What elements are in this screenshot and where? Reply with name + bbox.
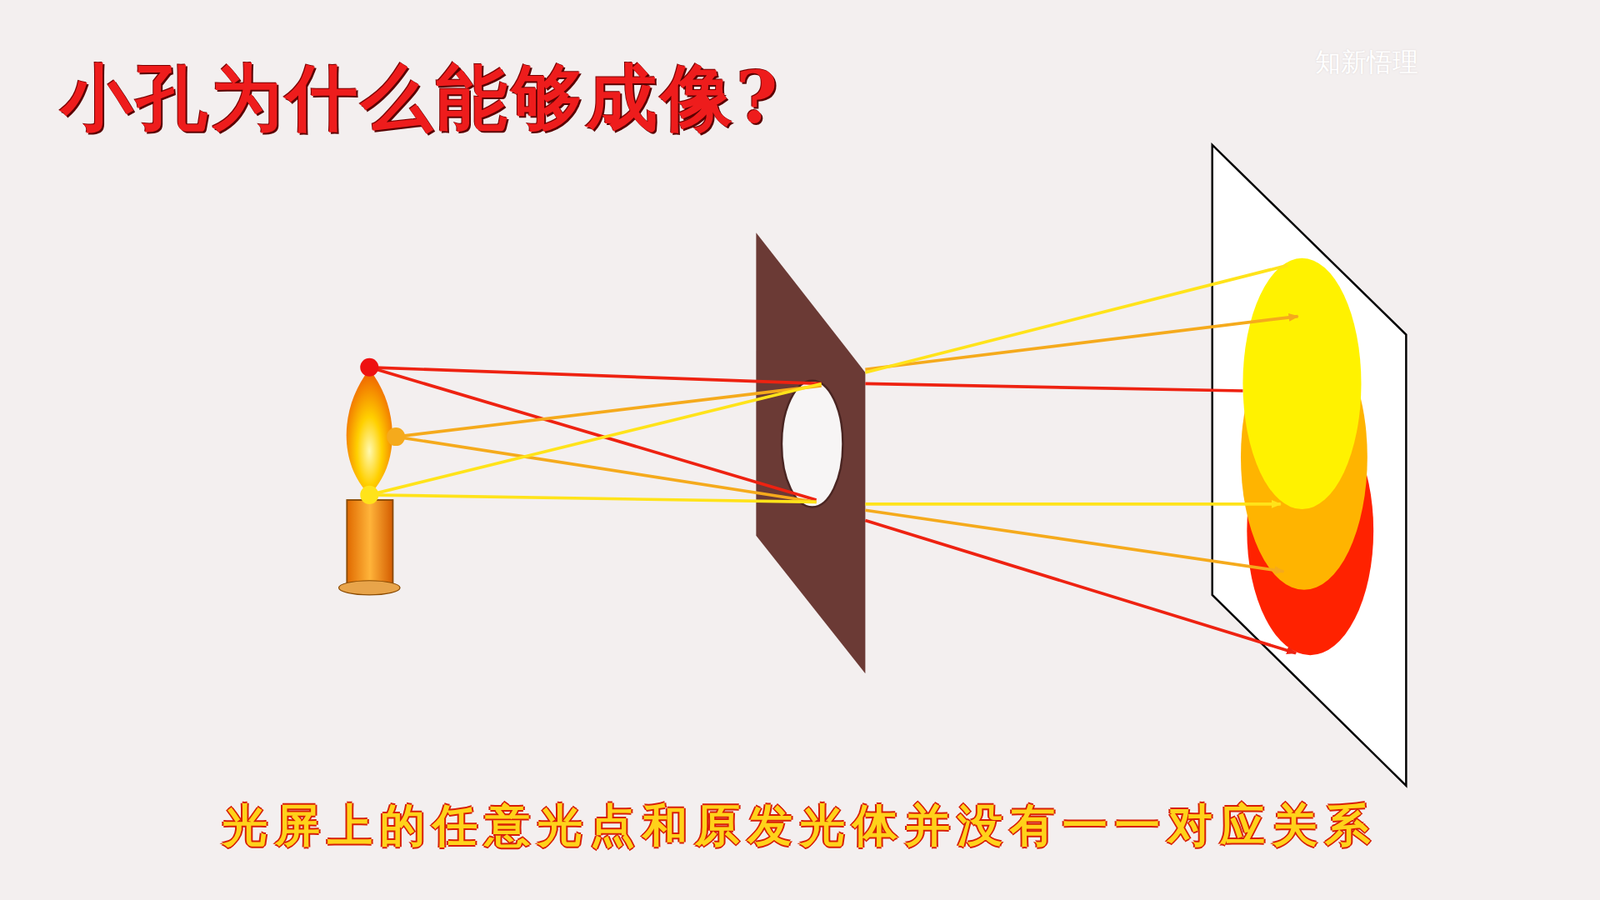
caption: 光屏上的任意光点和原发光体并没有一一对应关系 bbox=[222, 795, 1378, 857]
light-point bbox=[386, 427, 405, 446]
pinhole-plate bbox=[755, 232, 865, 674]
watermark: 知新悟理 bbox=[1315, 45, 1419, 80]
pinhole bbox=[781, 380, 843, 508]
candle-base bbox=[339, 580, 400, 595]
light-point bbox=[360, 358, 379, 377]
flame bbox=[346, 369, 393, 495]
candle bbox=[346, 500, 393, 587]
light-screen bbox=[1212, 145, 1407, 786]
title: 小孔为什么能够成像? bbox=[60, 50, 781, 148]
light-rays bbox=[369, 265, 1298, 653]
light-point bbox=[360, 485, 379, 505]
yellow-spot bbox=[1242, 258, 1361, 510]
